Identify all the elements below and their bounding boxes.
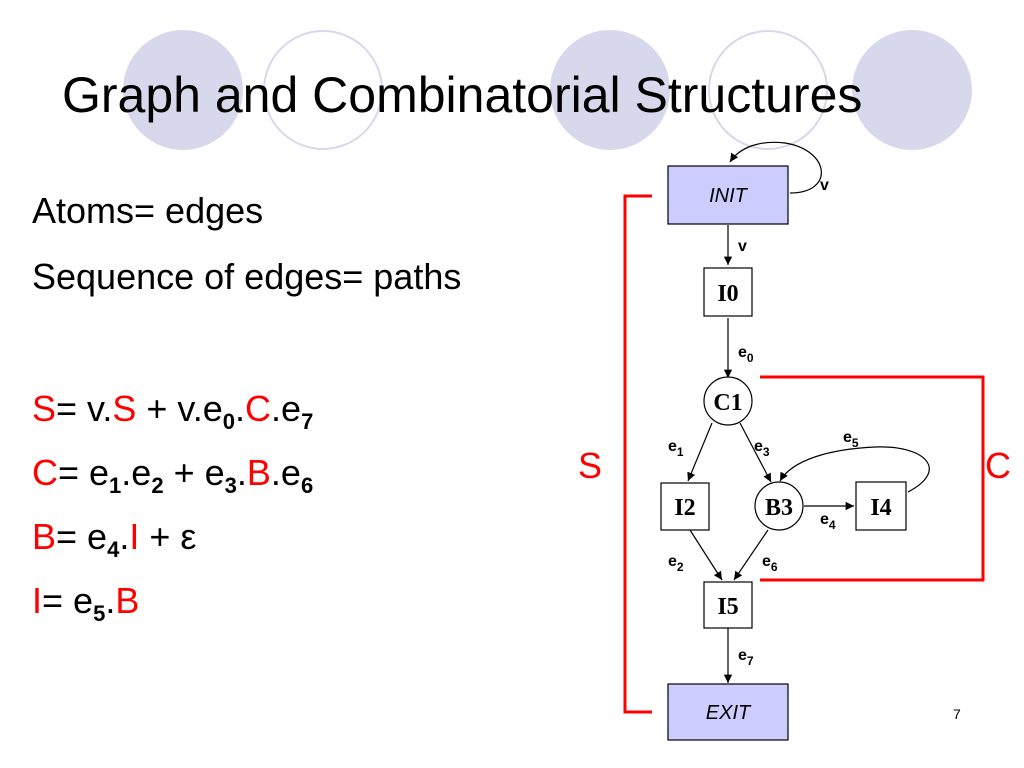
eq-c-dot3: .e: [270, 452, 301, 493]
eq-s-sub0: 0: [222, 409, 236, 434]
eq-s-dot2: .e: [271, 388, 302, 429]
eq-i-lhs: I: [32, 580, 43, 621]
label-v-loop: v: [820, 177, 829, 194]
equation-b: B= e4.I + ε: [32, 516, 197, 561]
eq-c-b: B: [246, 452, 271, 493]
equation-s: S= v.S + v.e0.C.e7: [32, 388, 313, 433]
node-exit: EXIT: [667, 683, 789, 741]
edge-e6: [733, 529, 769, 581]
eq-i-text1: = e: [42, 580, 94, 621]
decor-circle-4: [708, 30, 828, 150]
decor-circle-3: [550, 30, 670, 150]
eq-s-s: S: [112, 388, 137, 429]
node-c1: C1: [703, 376, 753, 426]
decor-circle-5: [852, 30, 972, 150]
node-i5-label: I5: [717, 594, 738, 620]
label-e1: e1: [668, 438, 684, 459]
label-e2: e2: [668, 553, 684, 574]
label-e6: e6: [762, 553, 778, 574]
eq-b-text1: = e: [56, 516, 108, 557]
node-c1-label: C1: [713, 390, 742, 416]
eq-c-text1: = e: [58, 452, 110, 493]
label-e3: e3: [754, 438, 770, 459]
eq-b-dot1: .: [119, 516, 130, 557]
bracket-c: [760, 375, 985, 582]
slide-title: Graph and Combinatorial Structures: [62, 67, 863, 123]
edge-e2: [689, 529, 723, 581]
label-v-down: v: [738, 238, 747, 255]
eq-b-lhs: B: [32, 516, 57, 557]
node-b3-label: B3: [765, 495, 793, 521]
eq-i-b: B: [115, 580, 140, 621]
eq-s-dot1: .: [235, 388, 246, 429]
eq-s-text1: = v.: [56, 388, 113, 429]
edge-e5: [779, 446, 930, 493]
label-e0: e0: [738, 344, 754, 365]
label-e7: e7: [738, 647, 754, 668]
page-number: 7: [953, 706, 961, 722]
eq-s-text2: + v.e: [136, 388, 223, 429]
eq-c-sub2: 2: [151, 473, 164, 498]
node-i0-label: I0: [717, 281, 738, 307]
eq-c-lhs: C: [32, 452, 58, 493]
equation-c: C= e1.e2 + e3.B.e6: [32, 452, 313, 497]
eq-s-lhs: S: [32, 388, 57, 429]
edge-e3: [739, 422, 772, 483]
eq-c-sub3: 3: [224, 473, 237, 498]
node-i4-label: I4: [870, 495, 891, 521]
node-i4: I4: [855, 481, 907, 531]
decor-circle-2: [263, 30, 383, 150]
eq-b-plus: + ε: [139, 516, 197, 557]
eq-s-c: C: [245, 388, 272, 429]
decor-circle-1: [123, 30, 243, 150]
body-line-atoms: Atoms= edges: [32, 190, 264, 231]
eq-c-sub1: 1: [109, 473, 122, 498]
eq-c-plus: + e: [163, 452, 225, 493]
equation-i: I= e5.B: [32, 580, 140, 625]
eq-i-sub5: 5: [93, 601, 106, 626]
bracket-c-label: C: [985, 445, 1011, 486]
label-e5: e5: [843, 429, 859, 450]
eq-c-dot2: .: [236, 452, 247, 493]
node-init-label: INIT: [709, 185, 749, 207]
edge-v-loop: [729, 141, 822, 194]
eq-c-dot1: .e: [121, 452, 152, 493]
eq-c-sub6: 6: [300, 473, 314, 498]
eq-i-dot1: .: [105, 580, 116, 621]
node-init: INIT: [667, 165, 789, 225]
node-i5: I5: [703, 581, 753, 629]
eq-b-i: I: [129, 516, 140, 557]
node-i2: I2: [660, 482, 710, 531]
edge-e1: [687, 422, 713, 482]
node-i0: I0: [703, 267, 753, 317]
body-line-sequence: Sequence of edges= paths: [32, 256, 462, 297]
bracket-s: [623, 194, 652, 714]
bracket-s-label: S: [578, 445, 602, 486]
eq-b-sub4: 4: [107, 537, 120, 562]
node-i2-label: I2: [674, 495, 695, 521]
node-exit-label: EXIT: [706, 702, 752, 724]
node-b3: B3: [754, 481, 804, 531]
label-e4: e4: [820, 511, 836, 532]
eq-s-sub7: 7: [301, 409, 314, 434]
